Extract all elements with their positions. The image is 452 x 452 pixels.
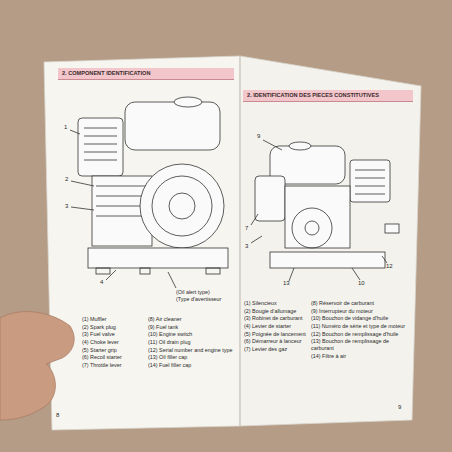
section-heading: 2. COMPONENT IDENTIFICATION (62, 70, 230, 77)
part-name: (8) Réservoir de carburant (311, 300, 407, 306)
engine-illustration (251, 140, 399, 281)
part-name: (7) Levier des gaz (244, 346, 308, 352)
engine-illustration (70, 97, 228, 288)
part-name: (6) Recoil starter (82, 354, 144, 360)
part-name: (5) Starter grip (82, 347, 144, 353)
page-number: 9 (398, 404, 401, 411)
section-heading: 2. IDENTIFICATION DES PIECES CONSTITUTIV… (247, 92, 409, 99)
callout-number: 9 (257, 133, 260, 140)
part-name: (3) Robinet de carburant (244, 315, 308, 321)
part-name: (6) Démarreur à lanceur (244, 338, 308, 344)
header-band: 2. COMPONENT IDENTIFICATION (58, 68, 234, 80)
part-name: (12) Bouchon de remplissage d'huile (311, 331, 407, 337)
part-name: (4) Levier de starter (244, 323, 308, 329)
callout-number: 7 (245, 225, 248, 232)
part-name: (2) Spark plug (82, 324, 144, 330)
part-name: (8) Air cleaner (148, 316, 238, 322)
part-name: (7) Throttle lever (82, 362, 144, 368)
part-name: (10) Engine switch (148, 331, 238, 337)
part-name: (4) Choke lever (82, 339, 144, 345)
part-name: (10) Bouchon de vidange d'huile (311, 315, 407, 321)
part-name: (1) Muffler (82, 316, 144, 322)
callout-number: 4 (100, 279, 103, 286)
callout-number: 13 (283, 280, 290, 287)
part-name: (11) Oil drain plug (148, 339, 238, 345)
variant-note: (Type d'avertisseur (176, 296, 221, 302)
part-name: (12) Serial number and engine type (148, 347, 238, 353)
part-name: (9) Fuel tank (148, 324, 238, 330)
part-name: (9) Interrupteur du moteur (311, 308, 407, 314)
part-name: (1) Silencieux (244, 300, 308, 306)
callout-number: 12 (386, 263, 393, 270)
part-name: (11) Numéro de série et type de moteur (311, 323, 407, 329)
part-name: (13) Oil filler cap (148, 354, 238, 360)
header-band: 2. IDENTIFICATION DES PIECES CONSTITUTIV… (243, 90, 413, 102)
part-name: (14) Filtre à air (311, 353, 407, 359)
left-page (44, 56, 240, 430)
part-name: (14) Fuel filler cap (148, 362, 238, 368)
callout-number: 2 (65, 176, 68, 183)
part-name: (5) Poignée de lancement (244, 331, 308, 337)
part-name: (3) Fuel valve (82, 331, 144, 337)
callout-number: 1 (64, 124, 67, 131)
right-page (240, 56, 421, 426)
variant-note: (Oil alert type) (176, 289, 210, 295)
page-number: 8 (56, 412, 59, 419)
callout-number: 3 (245, 243, 248, 250)
part-name: (13) Bouchon de remplissage de carburant (311, 338, 407, 351)
part-name: (2) Bougie d'allumage (244, 308, 308, 314)
callout-number: 3 (65, 203, 68, 210)
callout-number: 10 (358, 280, 365, 287)
gutter (239, 56, 240, 426)
hand (0, 312, 74, 420)
